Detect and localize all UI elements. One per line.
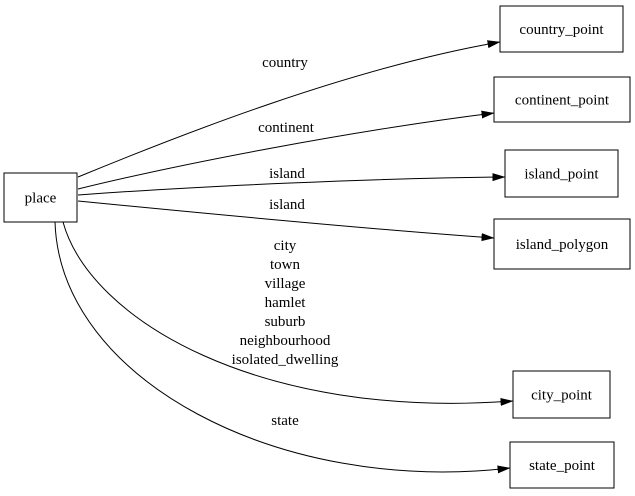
- node-label-place: place: [25, 191, 57, 207]
- node-label-state_point: state_point: [529, 458, 596, 474]
- edge-place-to-continent_point: [77, 110, 495, 190]
- edge-label-state_point: state: [271, 413, 299, 429]
- node-place: [3, 172, 78, 223]
- node-label-country_point: country_point: [519, 22, 604, 38]
- edge-place-to-state_point: [54, 221, 511, 474]
- edges-layer: [54, 40, 514, 474]
- node-island_polygon: [493, 218, 631, 270]
- edge-label-continent_point: continent: [258, 120, 315, 136]
- edge-label-country_point: country: [262, 55, 308, 71]
- edge-place-to-island_point: [77, 173, 506, 196]
- node-state_point: [509, 441, 615, 489]
- edge-place-to-city_point: [62, 221, 514, 406]
- node-city_point: [512, 370, 611, 419]
- node-continent_point: [493, 76, 631, 123]
- edge-label-island_point: island: [269, 166, 305, 182]
- node-label-city_point: city_point: [531, 388, 593, 404]
- node-label-island_polygon: island_polygon: [516, 237, 609, 253]
- node-island_point: [504, 149, 619, 198]
- node-country_point: [499, 5, 624, 53]
- node-label-continent_point: continent_point: [515, 93, 610, 109]
- nodes-layer: place country_point continent_point island_…: [3, 5, 631, 489]
- edge-place-to-island_polygon: [77, 200, 495, 242]
- edge-label-island_polygon: island: [269, 197, 305, 213]
- node-label-island_point: island_point: [524, 167, 599, 183]
- edge-place-to-country_point: [77, 40, 501, 178]
